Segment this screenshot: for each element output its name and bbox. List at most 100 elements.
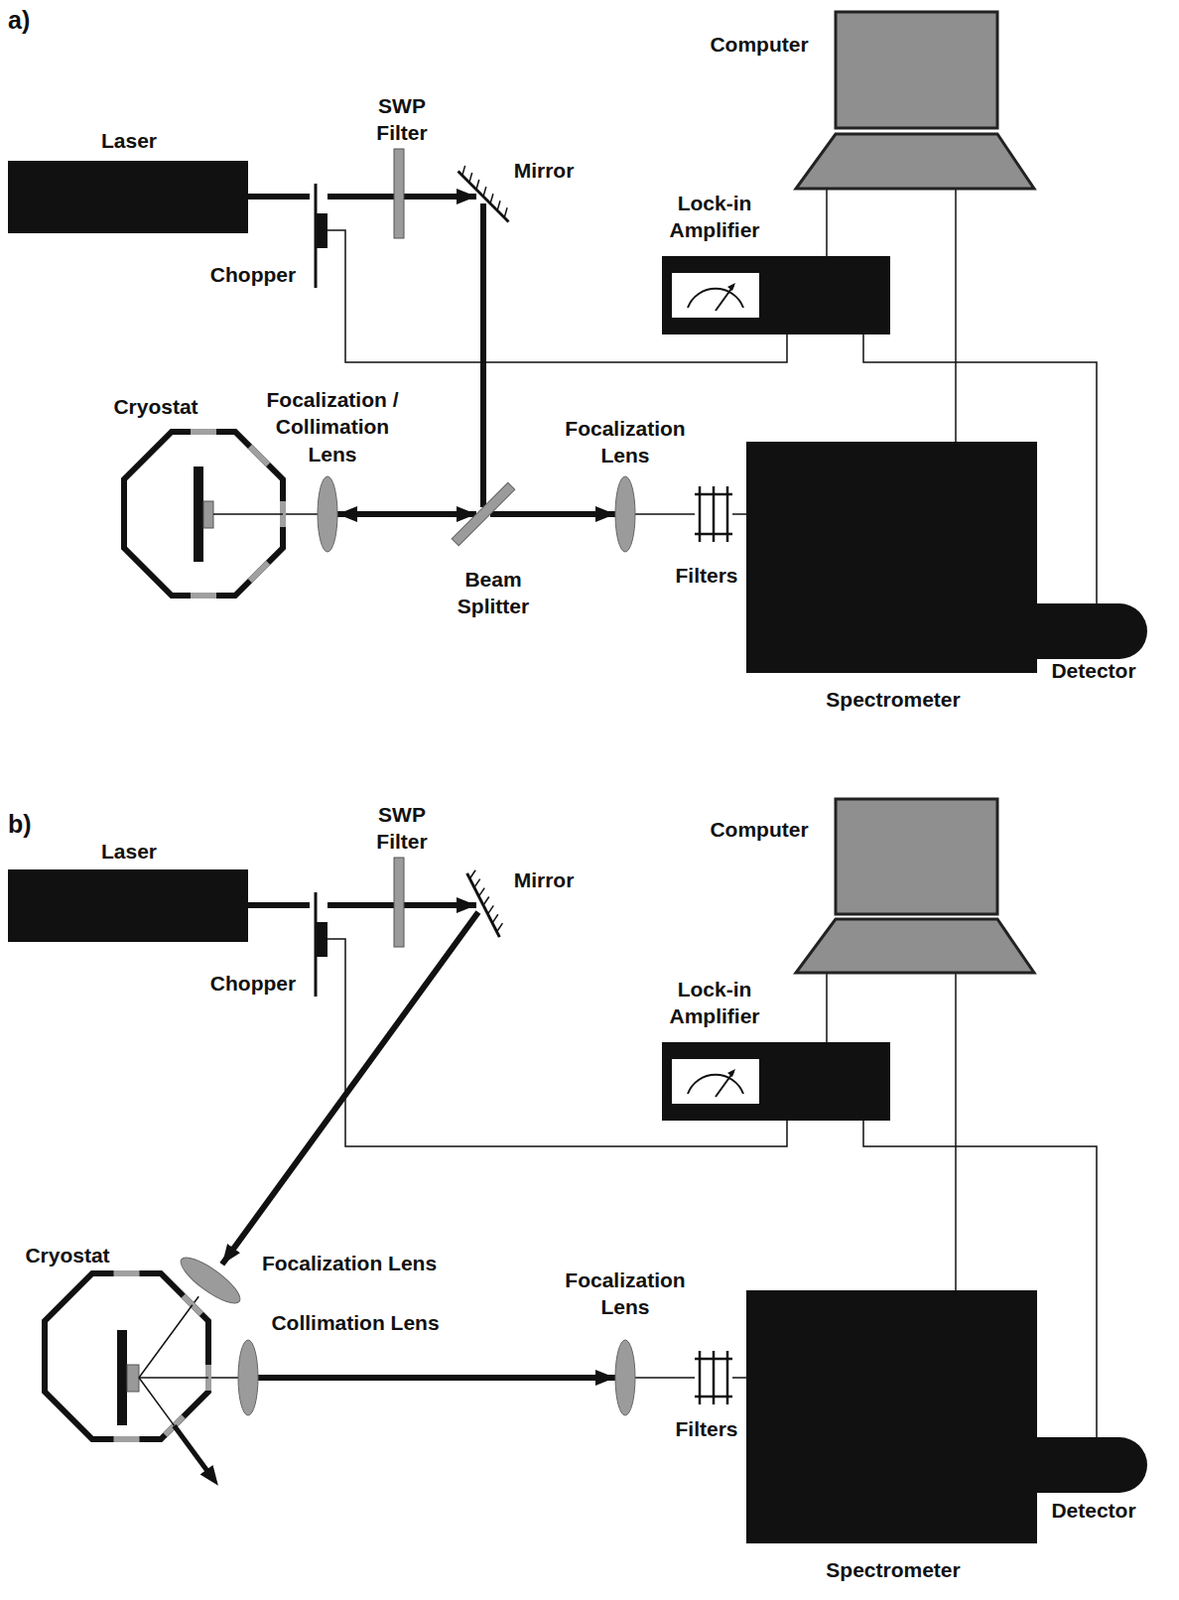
component-label: Cryostat [96,393,216,420]
lens-drawing [190,1250,231,1310]
component-label: Focalization Lens [545,414,705,470]
component-label: Lock-in Amplifier [655,189,775,245]
swp-filter-drawing [393,857,404,947]
cryostat-window [190,428,217,435]
filter-stack-drawing [694,486,733,542]
monitor [835,11,998,129]
mirror-hatch [478,888,485,898]
component-label: Focalization Lens [250,1249,449,1277]
filter-stack: Filters [694,486,733,542]
laser-beam [258,1374,616,1381]
lens: Focalization Lens [190,1250,231,1310]
mirror-hatch [476,179,480,190]
meter-needle-tip [727,282,736,291]
beam-splitter-plate [451,482,516,546]
signal-wire [208,1376,239,1379]
mirror: Mirror [476,189,491,204]
amplifier-body [661,256,891,335]
lens-drawing [615,476,636,552]
sample-holder [117,1329,128,1426]
signal-wire [732,513,747,516]
arrowhead [200,1464,219,1486]
signal-wire [635,513,695,516]
thin-beam [138,1377,175,1426]
lens: Collimation Lens [238,1339,259,1416]
filter-stack-drawing [694,1350,733,1405]
meter-needle [715,285,734,311]
laser-box-drawing [7,160,249,234]
swp-filter: SWP Filter [393,857,404,947]
filter-line [694,493,733,497]
laser-box-drawing [7,869,249,942]
signal-wire [954,188,957,442]
component-label: Computer [704,815,814,843]
computer: Computer [795,11,1035,189]
component-label: Cryostat [7,1241,128,1269]
reflected-beam [174,1425,210,1473]
sample [127,1364,139,1392]
component-label: Mirror [504,156,584,184]
detector-body [1037,603,1148,659]
detector-body [1037,1437,1148,1493]
mirror-hatch [492,914,499,923]
mirror-hatch [497,200,501,211]
filter-plate [393,148,404,239]
lock-in-amplifier: Lock-in Amplifier [661,1042,891,1121]
laser-box: Laser [7,869,249,942]
panel-label: a) [7,5,30,35]
meter-scale [687,288,744,308]
cryostat-drawing [44,1273,209,1440]
lens-body [238,1339,259,1416]
lens-drawing [317,476,338,552]
mirror-hatch [488,905,495,915]
mirror-drawing [476,898,491,913]
mirror-surface [467,873,501,937]
cryostat-window [114,1436,140,1442]
spectrometer-drawing [746,1290,1038,1544]
mirror-hatch [483,186,487,197]
spectrometer-drawing [746,441,1038,673]
mirror-hatch [474,879,481,889]
lock-in-amplifier: Lock-in Amplifier [661,256,891,335]
component-label: Filters [661,561,752,589]
cryostat-window [250,562,268,581]
lens-body [174,1250,246,1310]
signal-wire [732,1376,747,1379]
spectrometer: Spectrometer [746,1290,1038,1544]
component-label: Chopper [198,261,308,288]
detector: Detector [1037,603,1148,659]
component-label: Chopper [198,969,308,997]
mirror-hatch [504,207,508,218]
beam-splitter-drawing [476,507,491,522]
chopper-drawing [309,183,328,288]
component-label: Focalization Lens [545,1266,705,1321]
component-label: Computer [704,30,814,58]
detector: Detector [1037,1437,1148,1493]
thin-beam [213,513,283,516]
lock-in-amplifier-drawing [661,1042,891,1121]
cryostat: Cryostat [44,1273,209,1440]
component-label: Lock-in Amplifier [655,975,775,1031]
black-body [746,441,1038,673]
detector-drawing [1037,1437,1148,1493]
laser-beam [327,193,394,200]
lens: Focalization Lens [615,1339,636,1416]
signal-wire [954,972,957,1291]
chopper: Chopper [309,892,328,997]
filter-stack: Filters [694,1350,733,1405]
component-label: Laser [69,837,189,865]
laser-beam [327,902,394,909]
swp-filter: SWP Filter [393,148,404,239]
amplifier-body [661,1042,891,1121]
lens-body [615,1339,636,1416]
laser-beam [480,203,487,508]
meter-scale [687,1074,744,1094]
filter-plate [393,857,404,947]
mirror-hatch [469,870,476,880]
laser-beam [403,193,477,200]
beam-splitter: Beam Splitter [476,507,491,522]
filter-line [694,1357,733,1361]
component-label: Spectrometer [808,1556,978,1583]
mirror-drawing [476,189,491,204]
